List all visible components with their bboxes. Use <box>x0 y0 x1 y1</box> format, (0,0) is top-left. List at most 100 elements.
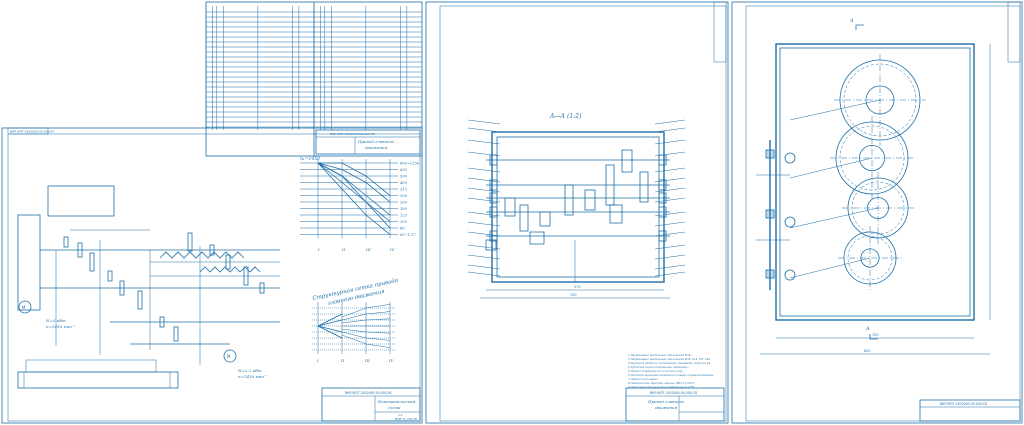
leader-right <box>654 119 686 125</box>
note-line: 8 Поверхности окрасить эмалью ПФ-115 ГОС… <box>628 381 694 385</box>
bearing-left <box>489 192 498 204</box>
speed-label: 250 <box>399 194 408 198</box>
gearbox-shafts <box>486 154 670 242</box>
sheet3-dim-2: 620 <box>864 349 870 353</box>
note-line: 7 Привод не должен... <box>628 377 659 381</box>
net-ray <box>365 331 391 334</box>
note-line: 9 Остальные технические требования по СТ… <box>628 385 694 389</box>
gear-block <box>539 211 551 227</box>
gear-housing <box>775 43 975 321</box>
note-line: 2 Неуказанные предельные отклонения Н14,… <box>627 357 711 361</box>
sheet2-frame <box>425 1 729 424</box>
net-ray <box>365 318 391 321</box>
net-ray <box>365 337 391 341</box>
graph-shaft-1: I <box>317 247 320 252</box>
main-motor-power: N=5 кВт <box>45 318 66 323</box>
link-line <box>789 99 881 121</box>
leader-left <box>467 264 501 270</box>
leader-right <box>654 127 686 133</box>
net-shaft-label: II <box>340 358 345 363</box>
sheet2-dim-1: 570 <box>574 285 580 289</box>
gear-wheels <box>789 54 926 290</box>
net-shaft-label: IV <box>388 358 395 363</box>
sheet-kinematic-scheme: ВКР.МЛТ.1502000.00.000.КС <box>1 127 423 424</box>
net-ray <box>317 313 343 327</box>
gear-symbol <box>107 270 113 282</box>
sheet2-name-1: Привод главного <box>647 399 685 404</box>
leader-right <box>654 197 686 203</box>
feed-motor-speed: n=1430 мин⁻¹ <box>238 374 268 379</box>
net-ray <box>365 304 391 309</box>
speed-ray <box>318 162 391 196</box>
speed-label: 160 <box>400 207 408 211</box>
main-motor-speed: n=1450 мин⁻¹ <box>46 324 76 329</box>
leader-right <box>654 151 686 157</box>
leader-left <box>467 271 501 277</box>
sheet2-title-block: ВКР.МЛТ.1502000.00.000.СБ Привод главног… <box>625 387 725 422</box>
gear-pitch-circle <box>851 181 905 235</box>
gear-block <box>519 204 529 232</box>
leader-left <box>467 167 501 173</box>
net-ray <box>341 319 367 324</box>
sheet3-title-block: ВКР.МЛТ.1502000.00.000.СБ <box>919 399 1021 422</box>
note-line: 6 Частоты вращения шпинделя должны соотв… <box>628 373 714 377</box>
sheet1-inner-frame <box>7 133 421 422</box>
net-shaft-label: III <box>364 358 370 363</box>
spec-code: ВКР.МЛТ.1502000.00.000.СБ <box>330 132 375 136</box>
section-mark-top: А <box>849 18 854 24</box>
speed-graph-header: n₁=1450 <box>300 156 320 162</box>
graph-shaft-4: IV <box>389 247 396 252</box>
leader-right <box>654 139 686 145</box>
gearbox-housing <box>485 131 665 283</box>
speed-label: 80 <box>400 227 405 231</box>
net-ray <box>341 331 367 339</box>
spec-title-1: Привод главного <box>357 139 395 144</box>
gear-hub <box>859 144 886 171</box>
speed-ray <box>317 162 391 229</box>
technical-notes: 1 Неуказанные предельные отклонения Н14.… <box>627 353 714 389</box>
note-line: 1 Неуказанные предельные отклонения Н14.… <box>628 353 693 357</box>
bearing-right <box>658 192 667 204</box>
feed-motor-power: N=2.2 кВт <box>237 368 262 373</box>
machine-body <box>17 185 179 389</box>
gear-block <box>639 171 649 203</box>
svg-text:M: M <box>227 354 231 359</box>
link-line <box>789 157 873 179</box>
sheet3-code: ВКР.МЛТ.1502000.00.000.СБ <box>940 402 987 406</box>
gear-block <box>529 231 545 245</box>
leader-right <box>654 211 686 217</box>
speed-label: 630 <box>400 168 408 172</box>
sheet1-stamp-2: ВТИ гр. ГМ-18 <box>395 417 417 421</box>
bearing-right <box>658 206 667 218</box>
speed-ray <box>317 162 391 203</box>
speed-label: 125 <box>400 214 408 218</box>
feed-motor: M <box>223 349 237 363</box>
leader-left <box>467 254 501 260</box>
gear-train <box>40 229 280 365</box>
net-ray <box>365 343 391 348</box>
sheet1-code: ВКР.МЛТ.1502000.00.000.КС <box>345 391 393 395</box>
sheet2-dim-2: 720 <box>570 293 576 297</box>
svg-text:M: M <box>22 305 26 310</box>
sheet1-frame <box>1 127 423 424</box>
leader-right <box>654 167 686 173</box>
speed-label: 63÷1.17 <box>400 233 416 237</box>
speed-graph: n₁=1450 800÷1250630500400315250200160125… <box>300 156 420 252</box>
sheet2-code: ВКР.МЛТ.1502000.00.000.СБ <box>650 391 697 395</box>
leader-left <box>467 187 501 193</box>
sheet1-title-block: ВКР.МЛТ.1502000.00.000.КС Кинематическая… <box>321 387 421 422</box>
leader-left <box>467 151 501 157</box>
net-ray <box>341 334 367 345</box>
leader-right <box>654 244 686 250</box>
net-ray <box>317 325 343 333</box>
speed-ray <box>317 162 391 235</box>
leader-right <box>654 231 686 237</box>
sheet1-corner-stamp <box>7 127 49 135</box>
gear-symbol <box>89 252 95 272</box>
speed-label: 800÷1250 <box>400 162 420 166</box>
sheet3-dim-1: 720 <box>872 333 878 337</box>
leader-left <box>467 119 501 125</box>
leader-left <box>467 127 501 133</box>
section-mark-bottom: А <box>865 326 870 332</box>
